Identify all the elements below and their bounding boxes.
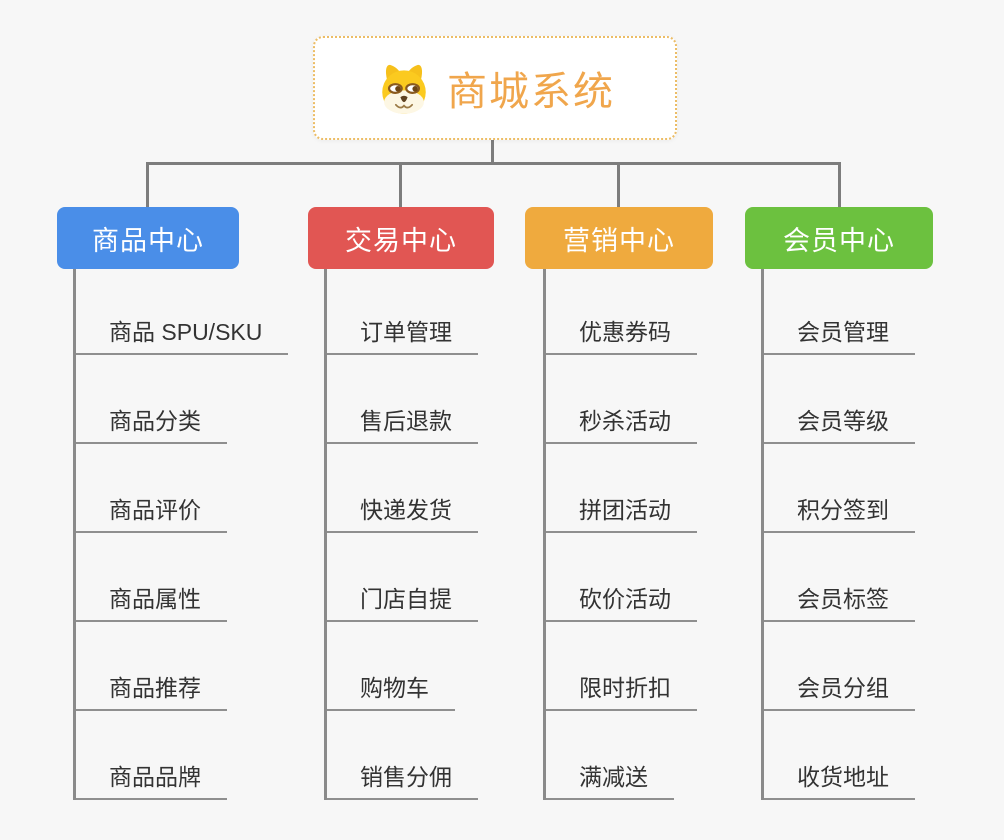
leaf-label: 满减送	[579, 764, 648, 790]
connector-drop-marketing	[617, 162, 620, 208]
branch-node-member-center[interactable]: 会员中心	[745, 207, 933, 269]
root-node[interactable]: 商城系统	[313, 36, 677, 140]
leaf-label: 快递发货	[360, 497, 452, 523]
connector-root-stem	[491, 140, 494, 164]
connector-drop-product	[146, 162, 149, 208]
leaf-label: 会员等级	[797, 408, 889, 434]
branch-column-product-center: 商品 SPU/SKU 商品分类 商品评价 商品属性 商品推荐 商品品牌	[73, 269, 289, 800]
connector-drop-member	[838, 162, 841, 208]
leaf-label: 拼团活动	[579, 497, 671, 523]
leaf-node[interactable]: 商品推荐	[76, 622, 227, 711]
leaf-label: 砍价活动	[579, 586, 671, 612]
connector-crossbar	[147, 162, 840, 165]
leaf-label: 商品品牌	[109, 764, 201, 790]
leaf-node[interactable]: 砍价活动	[546, 533, 697, 622]
leaf-label: 购物车	[360, 675, 429, 701]
leaf-node[interactable]: 会员标签	[764, 533, 915, 622]
leaf-label: 销售分佣	[360, 764, 452, 790]
leaf-node[interactable]: 售后退款	[327, 355, 478, 444]
leaf-label: 门店自提	[360, 586, 452, 612]
leaf-node[interactable]: 商品评价	[76, 444, 227, 533]
leaf-node[interactable]: 会员分组	[764, 622, 915, 711]
leaf-label: 积分签到	[797, 497, 889, 523]
leaf-node[interactable]: 商品品牌	[76, 711, 227, 800]
leaf-node[interactable]: 秒杀活动	[546, 355, 697, 444]
branch-column-trade-center: 订单管理 售后退款 快递发货 门店自提 购物车 销售分佣	[324, 269, 478, 800]
leaf-node[interactable]: 会员管理	[764, 269, 915, 355]
doge-icon	[382, 64, 426, 114]
leaf-node[interactable]: 优惠券码	[546, 269, 697, 355]
leaf-node[interactable]: 订单管理	[327, 269, 478, 355]
leaf-node[interactable]: 商品属性	[76, 533, 227, 622]
leaf-label: 会员分组	[797, 675, 889, 701]
branch-node-product-center[interactable]: 商品中心	[57, 207, 239, 269]
leaf-node[interactable]: 拼团活动	[546, 444, 697, 533]
leaf-label: 商品 SPU/SKU	[109, 319, 263, 345]
leaf-label: 收货地址	[797, 764, 889, 790]
leaf-node[interactable]: 门店自提	[327, 533, 478, 622]
leaf-label: 秒杀活动	[579, 408, 671, 434]
leaf-node[interactable]: 收货地址	[764, 711, 915, 800]
leaf-label: 优惠券码	[579, 319, 671, 345]
branch-node-trade-center[interactable]: 交易中心	[308, 207, 494, 269]
leaf-label: 售后退款	[360, 408, 452, 434]
branch-column-marketing-center: 优惠券码 秒杀活动 拼团活动 砍价活动 限时折扣 满减送	[543, 269, 697, 800]
leaf-label: 商品属性	[109, 586, 201, 612]
leaf-label: 商品分类	[109, 408, 201, 434]
leaf-node[interactable]: 商品分类	[76, 355, 227, 444]
leaf-label: 订单管理	[360, 319, 452, 345]
leaf-node[interactable]: 快递发货	[327, 444, 478, 533]
leaf-node[interactable]: 会员等级	[764, 355, 915, 444]
branch-column-member-center: 会员管理 会员等级 积分签到 会员标签 会员分组 收货地址	[761, 269, 915, 800]
branch-node-marketing-center[interactable]: 营销中心	[525, 207, 713, 269]
leaf-label: 限时折扣	[579, 675, 671, 701]
leaf-node[interactable]: 销售分佣	[327, 711, 478, 800]
leaf-label: 商品评价	[109, 497, 201, 523]
leaf-node[interactable]: 限时折扣	[546, 622, 697, 711]
connector-drop-trade	[399, 162, 402, 208]
leaf-node[interactable]: 购物车	[327, 622, 455, 711]
leaf-label: 会员标签	[797, 586, 889, 612]
leaf-node[interactable]: 满减送	[546, 711, 674, 800]
leaf-label: 会员管理	[797, 319, 889, 345]
leaf-label: 商品推荐	[109, 675, 201, 701]
root-title: 商城系统	[447, 70, 615, 114]
leaf-node[interactable]: 积分签到	[764, 444, 915, 533]
leaf-node[interactable]: 商品 SPU/SKU	[76, 269, 289, 355]
